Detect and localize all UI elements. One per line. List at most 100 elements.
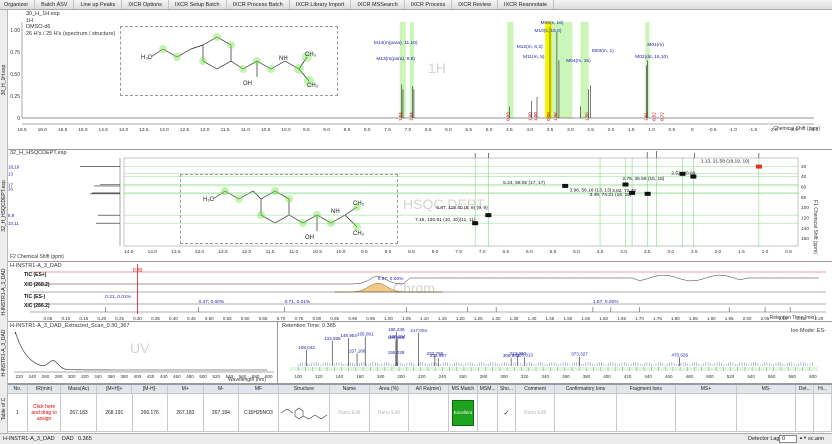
- hsqc-cross-peak: [472, 221, 479, 226]
- table-header-cell[interactable]: M+: [168, 385, 204, 393]
- ms-panel[interactable]: Retention Time: 0.385 Ion Mode: ES- 133.…: [278, 322, 832, 384]
- detector-lag-input[interactable]: 0: [779, 435, 797, 443]
- table-header-cell[interactable]: IR(min): [28, 385, 62, 393]
- tab-9[interactable]: IXCR Review: [452, 0, 498, 9]
- hsqc-cross-peak-label: 3.96, 56.16 (13, 13): [569, 188, 611, 194]
- tab-3[interactable]: IXCR Options: [122, 0, 169, 9]
- multiplet-band: [545, 22, 553, 118]
- table-header-cell[interactable]: M-: [204, 385, 240, 393]
- ms-x-tick: 580: [789, 374, 797, 379]
- table-header-cell[interactable]: Det...: [796, 385, 815, 393]
- tab-1[interactable]: Batch ASV: [35, 0, 75, 9]
- uv-panel[interactable]: H-INSTR1-A_3_DAD_Extracted_Scan_0.30_367…: [8, 322, 278, 384]
- nmr1d-x-tick: 6.0: [445, 127, 452, 133]
- tab-6[interactable]: IXCR Library Import: [290, 0, 352, 9]
- hsqc-x-tick: 8.0: [432, 249, 439, 255]
- uv-strip[interactable]: H-INSTR1-A_3_DAD: [0, 322, 8, 384]
- nmr1d-x-axis-label: Chemical Shift (ppm): [773, 126, 820, 132]
- checkbox-checked-icon[interactable]: ✓: [503, 409, 510, 417]
- chrom-peak-annotation: 0.21, 0.01%: [105, 294, 131, 300]
- cell-show[interactable]: ✓: [498, 394, 516, 431]
- table-header-cell[interactable]: Name: [330, 385, 370, 393]
- nmr1d-x-tick: 2.0: [608, 127, 615, 133]
- hsqc-strip[interactable]: 32_H_HSQCDEPT.esp: [0, 150, 8, 262]
- nmr1d-strip-label: 30_H_1H.esp: [1, 64, 7, 96]
- ms-x-tick: 600: [809, 374, 817, 379]
- ms-match-badge: Excellent: [451, 399, 474, 426]
- cell-det: [796, 394, 815, 431]
- cell-name[interactable]: Ranu Edit: [330, 394, 370, 431]
- table-header-cell[interactable]: [M-H]-: [132, 385, 169, 393]
- chrom-x-tick: 1.25: [474, 316, 483, 321]
- multiplet-band: [507, 22, 514, 118]
- table-header-cell[interactable]: MS+: [676, 385, 738, 393]
- table-header-cell[interactable]: MS Match: [449, 385, 479, 393]
- nmr1d-strip[interactable]: 30_H_1H.esp: [0, 10, 8, 150]
- table-header-cell[interactable]: A/I Ra(min): [409, 385, 449, 393]
- table-header-cell[interactable]: Area (%): [370, 385, 410, 393]
- table-header-cell[interactable]: Sho...: [498, 385, 516, 393]
- table-header-cell[interactable]: MSM...: [478, 385, 499, 393]
- tab-10[interactable]: IXCR Reannotate: [498, 0, 555, 9]
- hsqc-cross-peak: [485, 213, 492, 218]
- ms-x-tick: 460: [665, 374, 673, 379]
- cell-ir-drop-target[interactable]: Click here and drag to assign: [28, 394, 62, 431]
- uv-x-tick: 400: [134, 374, 142, 379]
- tab-8[interactable]: IXCR Process: [405, 0, 453, 9]
- tab-0[interactable]: Organizer: [0, 0, 36, 9]
- table-header-cell[interactable]: Fragment Ions: [617, 385, 676, 393]
- uv-trace: [15, 331, 268, 371]
- xic-268-peak: [334, 282, 443, 293]
- chromatogram[interactable]: TIC (ES+)XIC (268.2)TIC (ES-)XIC (266.2)…: [8, 262, 832, 322]
- table-row[interactable]: 1 Click here and drag to assign 267.183 …: [8, 394, 832, 432]
- ms-x-tick: 480: [686, 374, 694, 379]
- tab-2[interactable]: Line up Peaks: [74, 0, 123, 9]
- table-header-cell[interactable]: Comment: [516, 385, 556, 393]
- hsqc-atom-label: 13: [8, 172, 14, 177]
- table-header-cell[interactable]: [M+H]+: [97, 385, 133, 393]
- integral-value: 0.98: [546, 112, 551, 121]
- ms-peak-label: 320.013: [516, 352, 533, 357]
- chrom-panel[interactable]: H-INSTR1-A_3_DAD Chrom TIC (ES+)XIC (268…: [8, 262, 832, 322]
- tab-5[interactable]: IXCR Process Batch: [227, 0, 290, 9]
- stepper-icon[interactable]: ▲▼: [799, 435, 807, 440]
- hsqc-y-tick: 80: [801, 195, 807, 201]
- table-header-cell[interactable]: Hi...: [814, 385, 832, 393]
- table-header-cell[interactable]: MF: [239, 385, 279, 393]
- tab-4[interactable]: IXCR Setup Batch: [169, 0, 227, 9]
- nmr1d-x-tick: 8.0: [364, 127, 371, 133]
- table-header-cell[interactable]: MS-: [737, 385, 797, 393]
- nmr1d-panel[interactable]: 30_H_1H.esp 1H DMSO-d6 26 H's / 25 H's (…: [8, 10, 832, 150]
- cell-area[interactable]: Ranu Edit: [370, 394, 410, 431]
- cell-structure[interactable]: [279, 394, 331, 431]
- chrom-strip[interactable]: H-INSTR1-A_3_DAD: [0, 262, 8, 322]
- structure-box-1[interactable]: H₃C OH NH CH₃ CH₃: [120, 26, 338, 96]
- table-header-cell[interactable]: Confirmatory Ions: [555, 385, 617, 393]
- ms-peak-label: 148.954: [340, 333, 357, 338]
- uv-x-tick: 500: [199, 374, 207, 379]
- table-header-cell[interactable]: Structure: [279, 385, 331, 393]
- cell-confirmatory-ions: [555, 394, 617, 431]
- structure-box-2[interactable]: H₃C OH NH CH₃ CH₃: [180, 174, 398, 244]
- hsqc-x-tick: 14.0: [148, 249, 158, 255]
- cell-hi: [814, 394, 832, 431]
- table-header-cell[interactable]: Mass(Ac): [61, 385, 97, 393]
- table-header-cell[interactable]: No.: [8, 385, 28, 393]
- hsqc-x-tick: 14.5: [124, 249, 134, 255]
- ms-x-tick: 280: [480, 374, 488, 379]
- hsqc-x-tick: 6.5: [502, 249, 509, 255]
- hsqc-x-tick: 1.0: [762, 249, 769, 255]
- hsqc-cross-peak: [622, 182, 629, 187]
- cell-comment[interactable]: Ranu Edit: [516, 394, 556, 431]
- hsqc-panel[interactable]: 32_H_HSQCDEPT.esp HSQC DEPT H₃C O: [8, 150, 832, 262]
- hsqc-y-tick: 40: [801, 174, 807, 180]
- chrom-x-tick: 0.15: [79, 316, 88, 321]
- multiplet-label: M04(m, 15): [566, 58, 591, 64]
- tab-7[interactable]: IXCR MSSearch: [351, 0, 405, 9]
- cell-fragment-ions: [617, 394, 676, 431]
